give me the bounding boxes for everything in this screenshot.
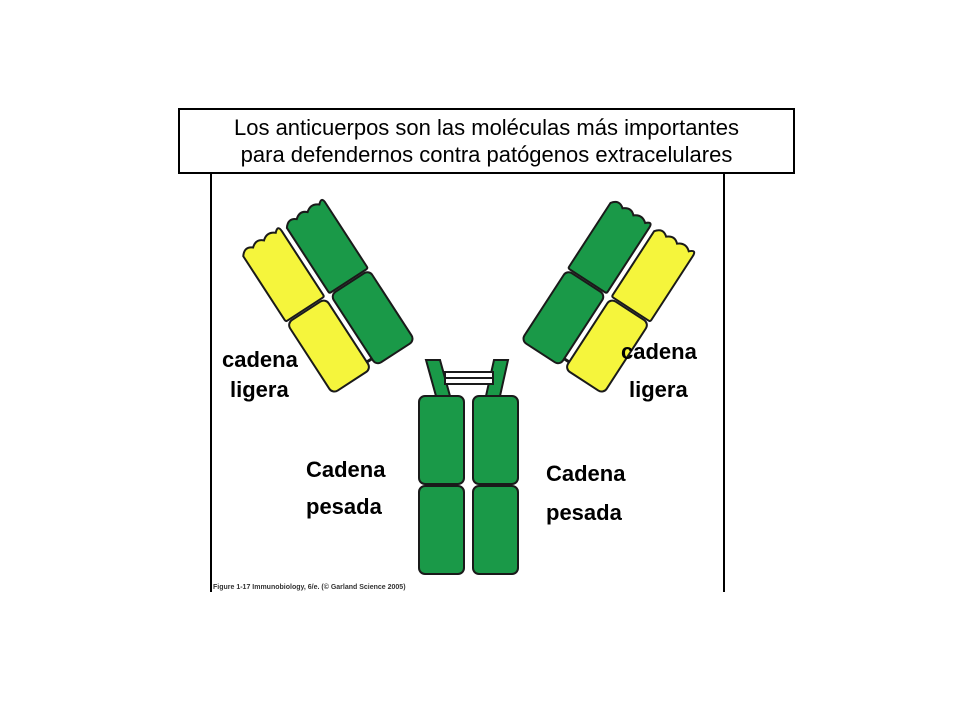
figure-caption: Figure 1-17 Immunobiology, 6/e. (© Garla… xyxy=(213,584,406,591)
light-domain-cl-right xyxy=(566,299,648,393)
heavy-domain-ch3-left xyxy=(418,485,465,575)
label-heavy-chain-right-line2: pesada xyxy=(546,500,622,525)
hinge-left xyxy=(424,359,452,397)
heavy-domain-vh-left xyxy=(285,198,369,294)
label-light-chain-right-line2: ligera xyxy=(629,377,688,402)
label-heavy-chain-left: Cadena pesada xyxy=(306,455,385,522)
light-domain-vl-left xyxy=(242,227,325,323)
title-box: Los anticuerpos son las moléculas más im… xyxy=(178,108,795,174)
figure-frame xyxy=(210,174,725,592)
label-heavy-chain-left-line1: Cadena xyxy=(306,457,386,482)
heavy-chain-stem-right xyxy=(472,395,519,575)
fab-arm-left xyxy=(242,198,414,393)
heavy-domain-vh-right xyxy=(567,200,652,294)
heavy-domain-ch3-right xyxy=(472,485,519,575)
label-light-chain-left-line2: ligera xyxy=(230,377,289,402)
label-heavy-chain-right-line1: Cadena xyxy=(546,461,626,486)
label-light-chain-right: cadena ligera xyxy=(621,337,697,405)
light-domain-cl-left xyxy=(288,299,370,393)
heavy-domain-ch1-right xyxy=(522,271,605,365)
title-line-1: Los anticuerpos son las moléculas más im… xyxy=(233,115,740,140)
label-light-chain-left-line1: cadena xyxy=(222,347,298,372)
label-heavy-chain-left-line2: pesada xyxy=(306,494,382,519)
hinge-region xyxy=(424,359,510,397)
heavy-domain-ch2-right xyxy=(472,395,519,485)
title-line-2: para defendernos contra patógenos extrac… xyxy=(240,142,733,167)
fab-arm-right xyxy=(522,200,696,393)
light-domain-vl-right xyxy=(611,229,696,323)
label-heavy-chain-right: Cadena pesada xyxy=(546,459,625,528)
label-light-chain-left: cadena ligera xyxy=(222,345,298,405)
heavy-chain-stem-left xyxy=(418,395,465,575)
heavy-domain-ch1-left xyxy=(331,271,414,365)
label-light-chain-right-line1: cadena xyxy=(621,339,697,364)
heavy-domain-ch2-left xyxy=(418,395,465,485)
